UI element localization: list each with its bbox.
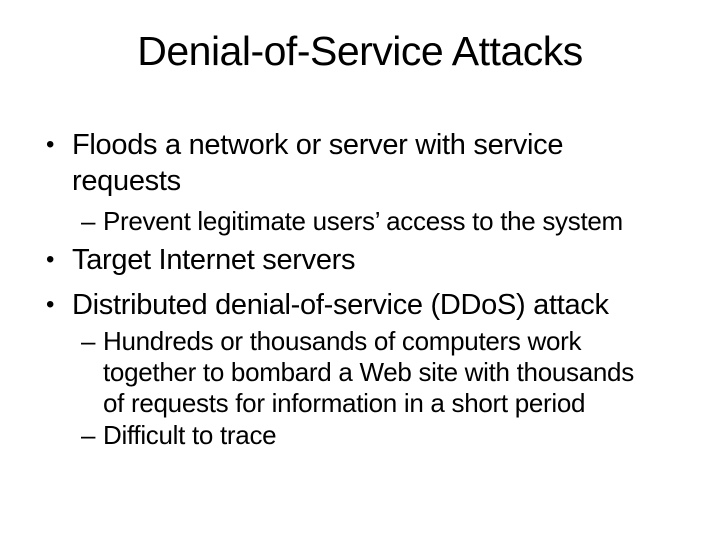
bullet-marker: •: [46, 246, 55, 273]
bullet-marker: •: [46, 131, 55, 158]
sub-bullet-text: Hundreds or thousands of computers work …: [103, 326, 634, 418]
sub-bullet-item: – Prevent legitimate users’ access to th…: [81, 206, 623, 237]
bullet-text: Distributed denial-of-service (DDoS) att…: [72, 289, 609, 321]
bullet-text: Floods a network or server with service …: [72, 129, 564, 197]
bullet-item: • Floods a network or server with servic…: [46, 127, 563, 199]
sub-bullet-item: – Difficult to trace: [81, 420, 277, 451]
sub-bullet-text: Difficult to trace: [103, 420, 277, 450]
bullet-item: • Target Internet servers: [46, 242, 356, 278]
bullet-text: Target Internet servers: [72, 244, 356, 276]
sub-bullet-item: – Hundreds or thousands of computers wor…: [81, 326, 634, 419]
dash-marker: –: [81, 420, 96, 450]
bullet-item: • Distributed denial-of-service (DDoS) a…: [46, 287, 609, 323]
dash-marker: –: [81, 326, 96, 356]
sub-bullet-text: Prevent legitimate users’ access to the …: [103, 206, 623, 236]
dash-marker: –: [81, 206, 96, 236]
bullet-marker: •: [46, 291, 55, 318]
slide-title: Denial-of-Service Attacks: [137, 28, 583, 74]
